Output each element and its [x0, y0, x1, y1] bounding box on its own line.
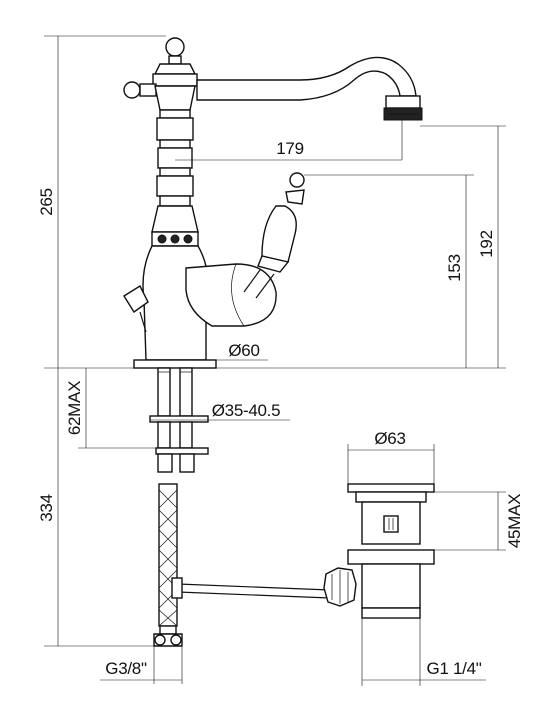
label-max-deck-thickness: 62MAX — [65, 381, 84, 435]
faucet-body — [123, 37, 277, 369]
label-waste-max: 45MAX — [505, 494, 524, 548]
spout — [196, 56, 423, 121]
label-hose-thread: G3/8" — [105, 659, 147, 678]
label-waste-thread: G1 1/4" — [427, 659, 482, 678]
label-handle-height: 153 — [445, 254, 464, 281]
popup-waste — [171, 483, 435, 619]
label-total-height: 265 — [37, 188, 56, 215]
label-spout-height: 192 — [477, 230, 496, 257]
label-base-diameter: Ø60 — [228, 341, 259, 360]
label-hole-diameter: Ø35-40.5 — [212, 401, 280, 420]
label-hose-length: 334 — [37, 494, 56, 521]
supply-hoses — [149, 367, 209, 647]
label-spout-reach: 179 — [276, 139, 303, 158]
lever-handle — [243, 172, 305, 299]
label-waste-diameter: Ø63 — [374, 429, 405, 448]
dimension-lines — [44, 35, 506, 686]
